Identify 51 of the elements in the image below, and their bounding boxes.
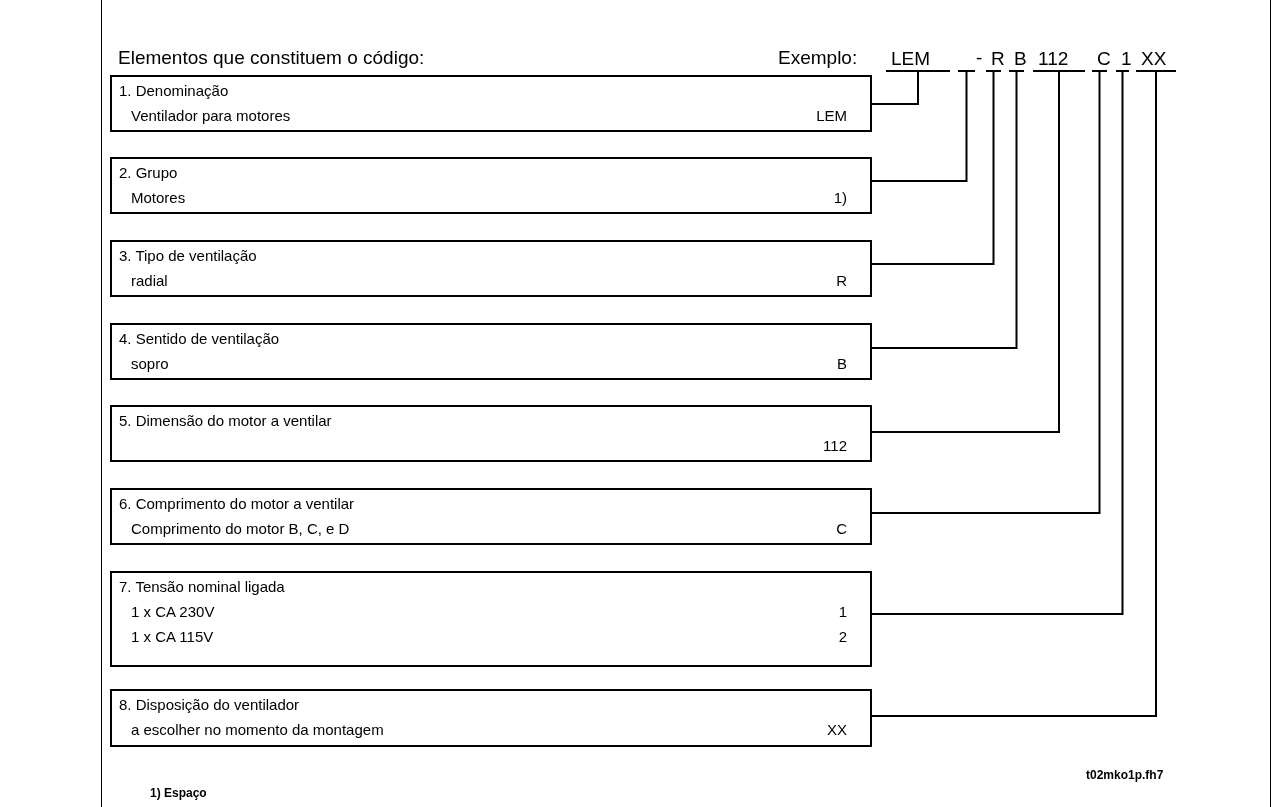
code-element-box xyxy=(110,75,872,132)
file-name: t02mko1p.fh7 xyxy=(1086,767,1164,784)
example-label: Exemplo: xyxy=(778,46,858,70)
option-text: 1 x CA 115V xyxy=(131,627,214,647)
heading: Elementos que constituem o código: xyxy=(118,46,425,70)
code-element-box xyxy=(110,157,872,214)
code-element-box xyxy=(110,488,872,545)
code-value: XX xyxy=(827,720,847,740)
leader-line xyxy=(871,71,1157,717)
code-segment: 1 xyxy=(1116,45,1129,72)
code-element-box xyxy=(110,571,872,667)
leader-line xyxy=(871,71,968,182)
option-text: Motores xyxy=(131,188,186,208)
code-value: LEM xyxy=(816,106,847,126)
element-title: 6. Comprimento do motor a ventilar xyxy=(119,494,355,514)
option-text: a escolher no momento da montagem xyxy=(131,720,384,740)
element-title: 8. Disposição do ventilador xyxy=(119,695,300,715)
option-text: sopro xyxy=(131,354,169,374)
code-segment: B xyxy=(1009,45,1024,72)
option-text: 1 x CA 230V xyxy=(131,602,215,622)
code-value: 2 xyxy=(838,627,847,647)
element-title: 2. Grupo xyxy=(119,163,178,183)
leader-line xyxy=(871,71,995,265)
code-segment: 112 xyxy=(1033,45,1085,72)
option-text: Ventilador para motores xyxy=(131,106,291,126)
leader-line xyxy=(871,71,1101,514)
leader-line xyxy=(871,71,919,105)
code-value: 1 xyxy=(838,602,847,622)
code-segment: LEM xyxy=(886,45,950,72)
option-text: Comprimento do motor B, C, e D xyxy=(131,519,350,539)
element-title: 4. Sentido de ventilação xyxy=(119,329,280,349)
element-title: 5. Dimensão do motor a ventilar xyxy=(119,411,332,431)
code-value: R xyxy=(836,271,847,291)
element-title: 7. Tensão nominal ligada xyxy=(119,577,285,597)
code-value: C xyxy=(836,519,847,539)
option-text: radial xyxy=(131,271,168,291)
element-title: 1. Denominação xyxy=(119,81,229,101)
code-value: B xyxy=(837,354,847,374)
code-segment: XX xyxy=(1136,45,1176,72)
element-title: 3. Tipo de ventilação xyxy=(119,246,257,266)
leader-line xyxy=(871,71,1060,433)
code-element-box xyxy=(110,689,872,747)
code-element-box xyxy=(110,323,872,380)
leader-line xyxy=(871,71,1124,615)
code-element-box xyxy=(110,405,872,462)
code-element-box xyxy=(110,240,872,297)
code-value: 112 xyxy=(823,436,847,456)
leader-line xyxy=(871,71,1018,349)
code-value: 1) xyxy=(833,188,847,208)
footnote: 1) Espaço xyxy=(150,785,207,802)
code-separator: - xyxy=(976,46,983,70)
